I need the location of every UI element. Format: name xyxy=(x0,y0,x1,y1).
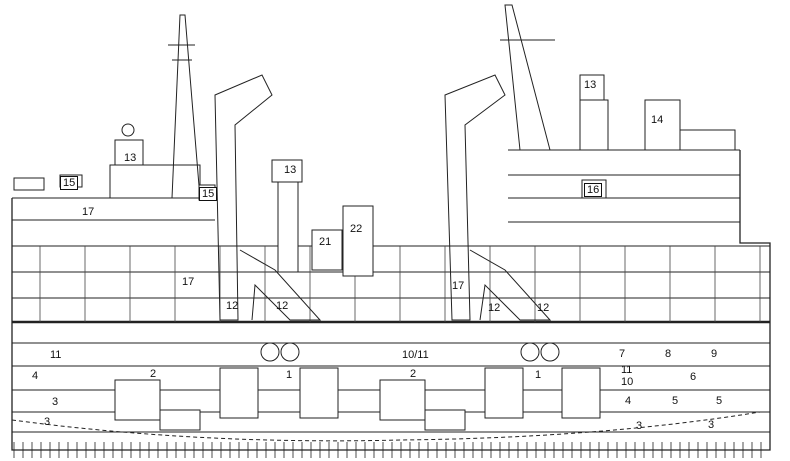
label-17: 17 xyxy=(452,280,465,292)
label-6: 6 xyxy=(690,371,697,383)
label-15: 15 xyxy=(60,176,79,190)
label-4: 4 xyxy=(625,395,632,407)
label-16: 16 xyxy=(584,183,603,197)
label-14: 14 xyxy=(651,114,664,126)
aft-mast xyxy=(504,4,551,151)
machinery-1b xyxy=(299,367,339,419)
label-15: 15 xyxy=(199,187,218,201)
label-12: 12 xyxy=(537,302,550,314)
label-13: 13 xyxy=(284,164,297,176)
label-11: 11 xyxy=(621,364,633,376)
label-17: 17 xyxy=(182,276,195,288)
label-10-11: 10/11 xyxy=(402,349,429,361)
structure-22 xyxy=(342,205,374,277)
label-21: 21 xyxy=(319,236,332,248)
label-22: 22 xyxy=(350,223,363,235)
machinery-1d xyxy=(561,367,601,419)
label-12: 12 xyxy=(276,300,289,312)
label-3: 3 xyxy=(708,419,715,431)
hull-outline xyxy=(11,150,771,451)
label-13: 13 xyxy=(584,79,597,91)
label-7: 7 xyxy=(619,348,626,360)
label-5: 5 xyxy=(672,395,679,407)
label-4: 4 xyxy=(32,370,39,382)
bridge-block xyxy=(109,164,201,199)
aft-funnel xyxy=(444,74,506,321)
label-5: 5 xyxy=(716,395,723,407)
label-8: 8 xyxy=(665,348,672,360)
label-10: 10 xyxy=(621,376,634,388)
label-3: 3 xyxy=(44,416,51,428)
label-11: 11 xyxy=(50,349,62,361)
label-2: 2 xyxy=(150,368,157,380)
diesel-2a xyxy=(114,379,161,421)
label-3: 3 xyxy=(52,396,59,408)
director-14 xyxy=(644,99,681,151)
label-12: 12 xyxy=(488,302,501,314)
label-17: 17 xyxy=(82,206,95,218)
label-2: 2 xyxy=(410,368,417,380)
label-3: 3 xyxy=(636,420,643,432)
machinery-1c xyxy=(484,367,524,419)
director-13a xyxy=(114,139,144,166)
label-1: 1 xyxy=(535,369,542,381)
forward-funnel xyxy=(214,74,273,321)
label-1: 1 xyxy=(286,369,293,381)
machinery-1a xyxy=(219,367,259,419)
label-12: 12 xyxy=(226,300,239,312)
diesel-2b xyxy=(379,379,426,421)
label-9: 9 xyxy=(711,348,718,360)
label-13: 13 xyxy=(124,152,137,164)
director-13c xyxy=(579,74,605,101)
